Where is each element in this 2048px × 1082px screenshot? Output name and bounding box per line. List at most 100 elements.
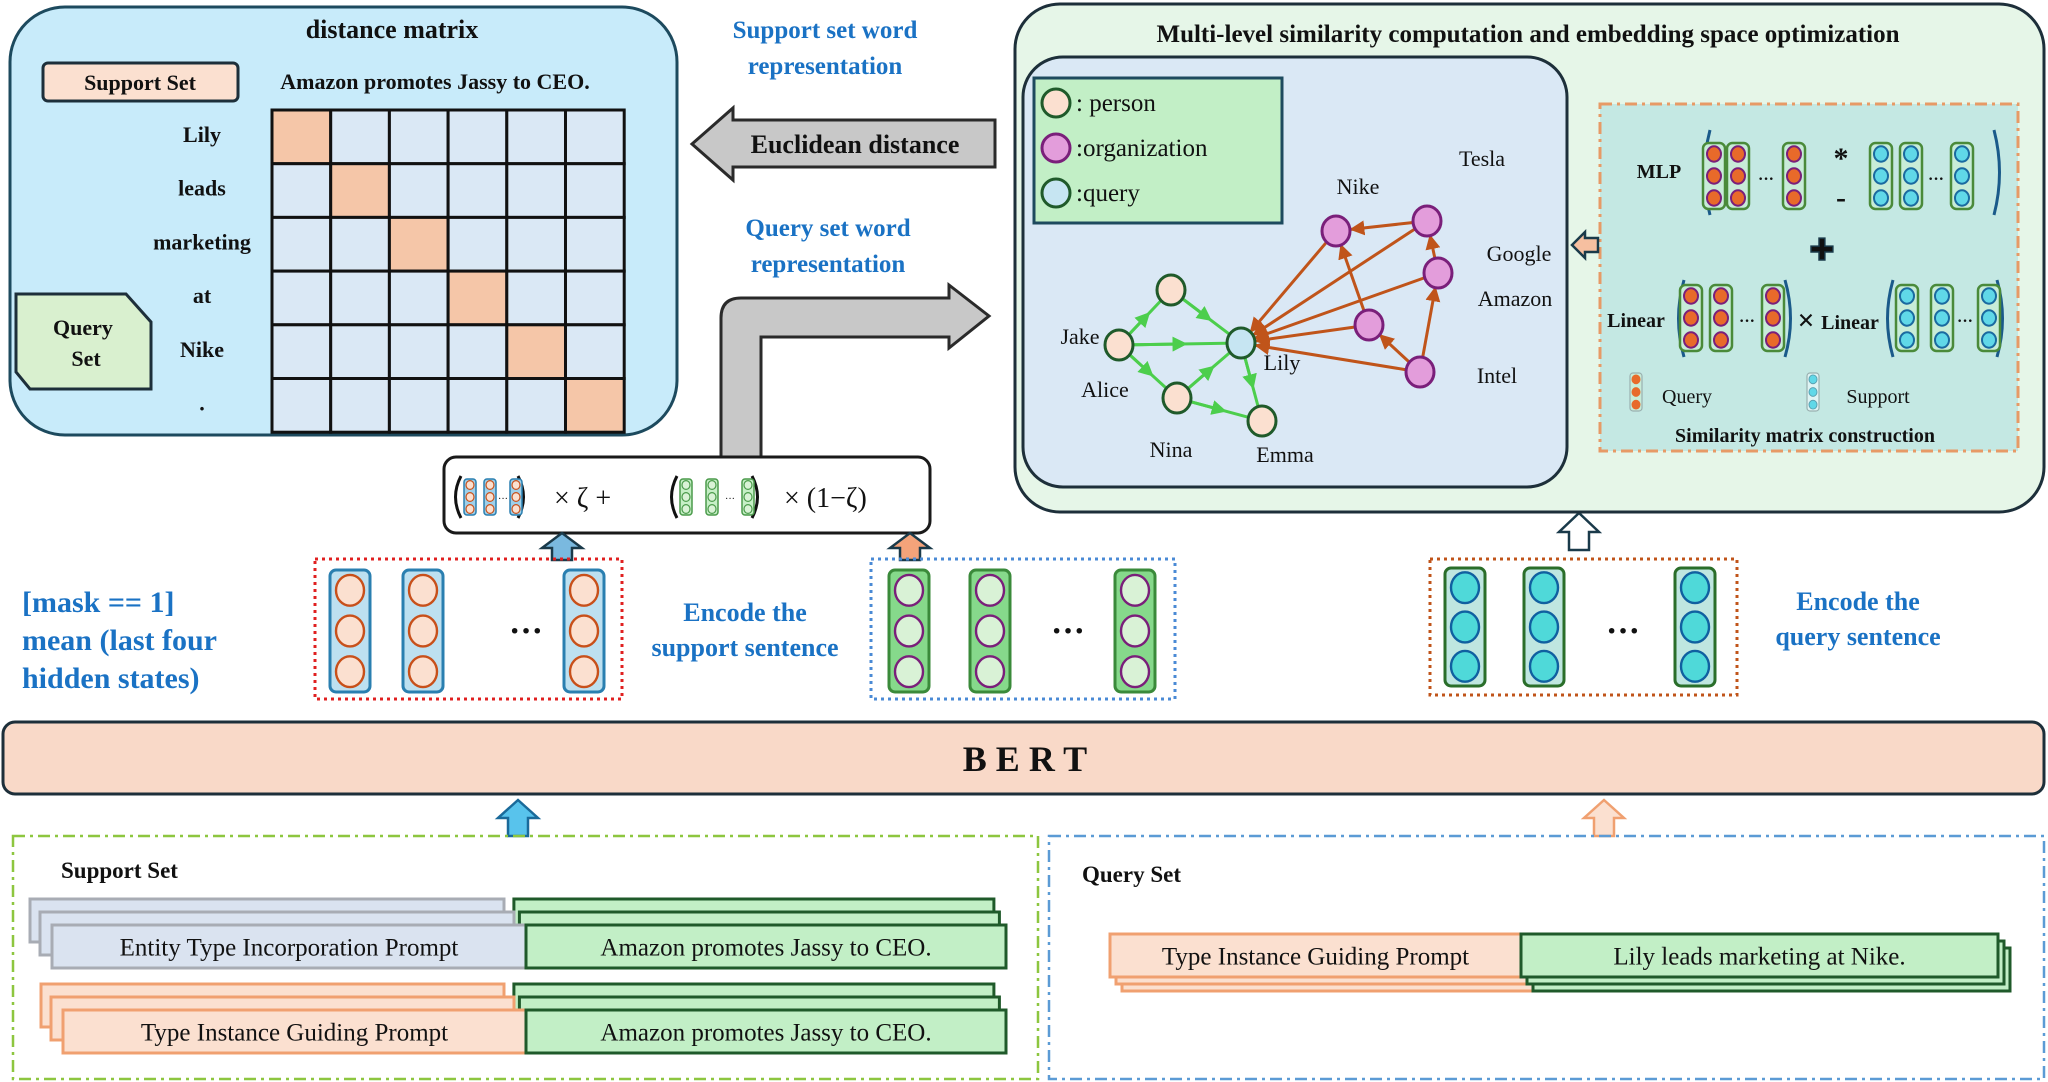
- formula-support-vector: [483, 478, 497, 516]
- vector-token-circle: [1786, 167, 1802, 185]
- left-bracket: [670, 475, 679, 519]
- linear-query-vector: [1708, 283, 1734, 353]
- organization-edge: [1425, 234, 1441, 259]
- vector-token-circle: [1679, 571, 1711, 605]
- vector-token-circle: [1903, 167, 1919, 185]
- distance-cell: [329, 323, 391, 380]
- vector-token-circle: [1899, 287, 1915, 305]
- vector-token-circle: [1528, 610, 1560, 644]
- node-google: [1422, 256, 1454, 290]
- node-label-lily: Lily: [1264, 350, 1301, 375]
- linear-support-vector: [1929, 283, 1955, 353]
- encoding-dots-1: ···: [509, 613, 543, 650]
- query-up-arrow-orange: [886, 531, 934, 562]
- vector-token-circle: [743, 504, 753, 515]
- distance-cell: [446, 269, 509, 327]
- row-label: Lily: [183, 122, 221, 147]
- node-label-tesla: Tesla: [1459, 146, 1505, 171]
- vector-token-circle: [334, 655, 366, 689]
- support-up-arrow: [538, 531, 586, 562]
- vector-token-circle: [974, 614, 1006, 648]
- vector-token-circle: [1679, 649, 1711, 683]
- distance-cell: [446, 323, 509, 380]
- node-tesla: [1411, 204, 1443, 238]
- distance-cell: [505, 269, 567, 327]
- support-set-tag-label: Support Set: [84, 70, 197, 95]
- row-label: Nike: [180, 337, 224, 362]
- encoding-dots-2: ···: [1051, 613, 1085, 650]
- distance-cell: [329, 215, 391, 273]
- mask-label-3: hidden states): [22, 662, 200, 695]
- node-amazon: [1353, 308, 1385, 342]
- vector-token-circle: [1631, 374, 1641, 385]
- mlp-query-vector: [1701, 141, 1727, 211]
- vector-token-circle: [974, 573, 1006, 607]
- vector-token-circle: [1631, 399, 1641, 410]
- vector-token-circle: [1528, 649, 1560, 683]
- vector-token-circle: [485, 480, 495, 491]
- mlp-query-vector: [1781, 141, 1807, 211]
- vector-token-circle: [743, 480, 753, 491]
- sentence-text: Amazon promotes Jassy to CEO.: [600, 1020, 931, 1047]
- encode-support-label-1: Encode the: [683, 598, 807, 627]
- support-token-vector: [401, 568, 445, 694]
- vector-token-circle: [1934, 331, 1950, 349]
- encode-support-label-2: support sentence: [651, 633, 838, 662]
- distance-cell: [329, 269, 391, 327]
- mask-label-2: mean (last four: [22, 624, 217, 657]
- vector-token-circle: [707, 492, 717, 503]
- mlp-label: MLP: [1637, 161, 1681, 183]
- linear-query-dots: ···: [1739, 313, 1755, 330]
- mlp-support-vector: [1898, 141, 1924, 211]
- formula-dots: ···: [725, 494, 735, 505]
- vector-token-circle: [1981, 287, 1997, 305]
- linear-support-vector: [1894, 283, 1920, 353]
- distance-cell: [564, 215, 626, 273]
- query-encoding-box: [1428, 557, 1739, 697]
- query-legend-icon: [1629, 372, 1643, 412]
- distance-cell: [387, 108, 450, 166]
- person-edge-arrowhead: [1242, 357, 1257, 390]
- linear-support-dots: ···: [1957, 313, 1973, 330]
- vector-token-circle: [1899, 331, 1915, 349]
- left-bracket: [1886, 279, 1895, 358]
- vector-token-circle: [1903, 145, 1919, 163]
- vector-token-circle: [1713, 287, 1729, 305]
- distance-cell: [270, 215, 333, 273]
- node-emma: [1246, 404, 1278, 438]
- vector-token-circle: [407, 614, 439, 648]
- similarity-caption: Similarity matrix construction: [1675, 425, 1935, 447]
- node-label-amazon: Amazon: [1478, 286, 1553, 311]
- node-jake: [1103, 328, 1135, 362]
- query-legend-icon: [1040, 177, 1072, 209]
- vector-token-circle: [485, 492, 495, 503]
- prompt-text: Entity Type Incorporation Prompt: [120, 935, 459, 962]
- distance-cell: [505, 215, 567, 273]
- distance-cell: [387, 377, 450, 434]
- legend-label-query: :query: [1076, 180, 1140, 207]
- person-edge-arrowhead: [1128, 312, 1151, 336]
- encoding-dots-3: ···: [1606, 613, 1640, 650]
- formula-prompt-vector: [741, 478, 755, 516]
- distance-cell: [387, 162, 450, 219]
- vector-token-circle: [1679, 610, 1711, 644]
- query-token-vector: [1443, 566, 1487, 688]
- organization-edge: [1254, 325, 1355, 347]
- distance-cell: [270, 377, 333, 434]
- vector-token-circle: [407, 573, 439, 607]
- distance-cell: [270, 108, 333, 166]
- vector-token-circle: [681, 480, 691, 491]
- vector-token-circle: [485, 504, 495, 515]
- similarity-panel: Multi-level similarity computation and e…: [1013, 2, 2046, 514]
- person-edge-arrowhead: [1182, 297, 1212, 322]
- query-rep-label-1: Query set word: [745, 215, 910, 242]
- mlp-query-dots: ···: [1758, 171, 1774, 188]
- mlp-support-dots: ···: [1928, 171, 1944, 188]
- node-label-google: Google: [1487, 241, 1552, 266]
- vector-token-circle: [1449, 649, 1481, 683]
- vector-token-circle: [1119, 573, 1151, 607]
- linear-label-1: Linear: [1607, 310, 1665, 332]
